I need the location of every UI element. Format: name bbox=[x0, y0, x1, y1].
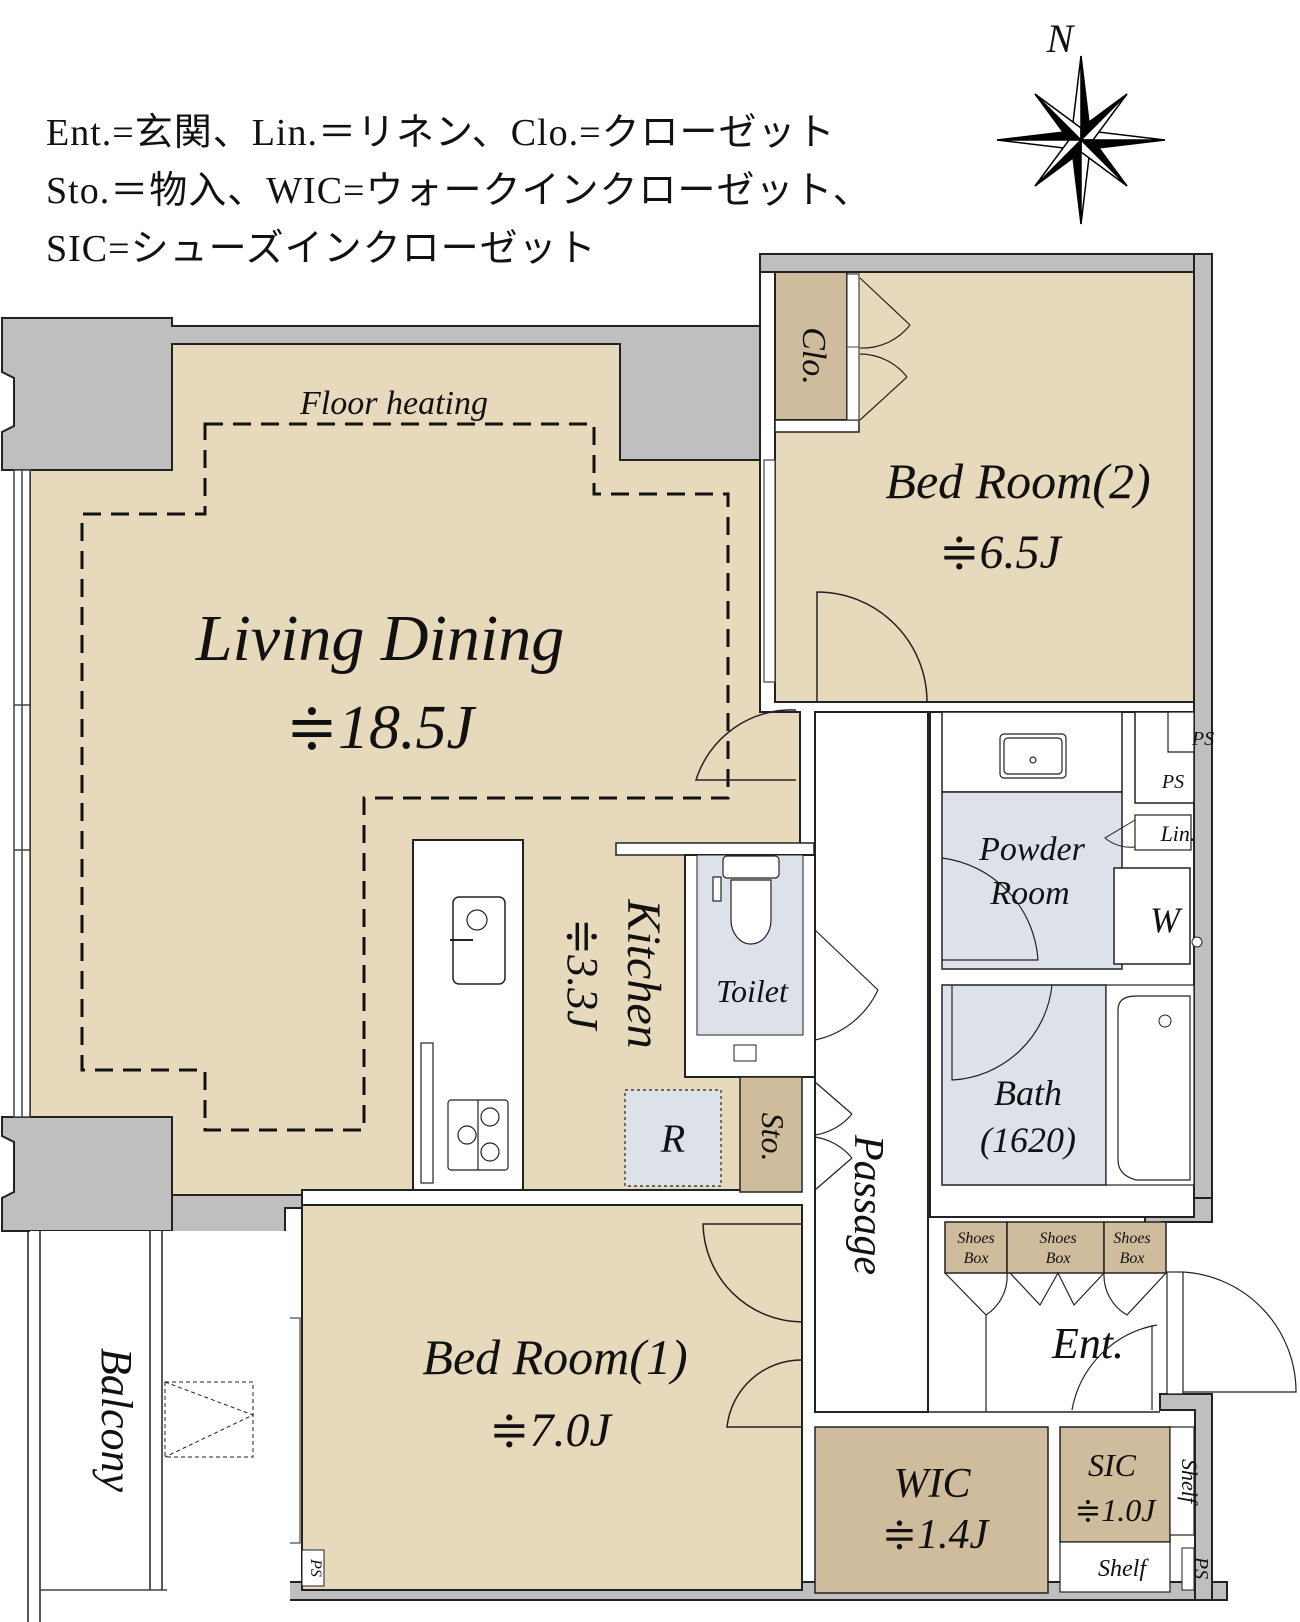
bedroom-2[interactable] bbox=[774, 271, 1195, 703]
balcony-label: Balcony bbox=[92, 1348, 141, 1493]
bedroom-1-door[interactable] bbox=[702, 1223, 803, 1323]
shoe-boxes[interactable] bbox=[944, 1221, 1167, 1274]
ps-label-1: PS bbox=[1191, 728, 1214, 750]
kitchen-label: Kitchen bbox=[617, 898, 670, 1048]
balcony[interactable] bbox=[27, 1231, 290, 1622]
washer-label: W bbox=[1150, 900, 1183, 940]
ps-label-3: PS bbox=[1190, 1556, 1212, 1579]
linen-cupboard[interactable] bbox=[1134, 814, 1192, 851]
shelf-label-2: Shelf bbox=[1177, 1459, 1202, 1506]
north-label: N bbox=[1046, 16, 1076, 61]
bathtub-icon bbox=[1117, 995, 1191, 1181]
entrance-label: Ent. bbox=[1051, 1319, 1124, 1368]
bedroom-2-area-label: ≑6.5J bbox=[939, 526, 1063, 579]
linen-label: Lin. bbox=[1160, 821, 1196, 846]
living-dining-area[interactable] bbox=[29, 343, 801, 1196]
kitchen-area-label: ≑3.3J bbox=[558, 918, 607, 1032]
closet-clo[interactable] bbox=[774, 271, 848, 421]
passage[interactable] bbox=[814, 711, 929, 1413]
shoes-box-1-line2: Box bbox=[964, 1250, 989, 1267]
powder-room[interactable] bbox=[941, 791, 1123, 970]
ps-label-2: PS bbox=[1161, 771, 1184, 793]
wic-door[interactable] bbox=[726, 1359, 803, 1428]
storage-doors[interactable] bbox=[814, 1081, 853, 1191]
refrigerator-space bbox=[624, 1089, 722, 1187]
front-door[interactable] bbox=[1182, 1271, 1297, 1393]
washer-space bbox=[1113, 867, 1191, 965]
storage-label: Sto. bbox=[755, 1113, 791, 1162]
floor-heating-outline bbox=[80, 422, 730, 1132]
front-door-frame bbox=[1166, 1271, 1184, 1395]
closet-door-2[interactable] bbox=[859, 353, 908, 421]
powder-room-door[interactable] bbox=[941, 857, 1039, 961]
floor-heating-label: Floor heating bbox=[299, 385, 488, 422]
sic-area-label: ≑1.0J bbox=[1074, 1492, 1157, 1528]
shoes-box-1-line1: Shoes bbox=[957, 1230, 994, 1247]
bath-size-label: (1620) bbox=[980, 1120, 1076, 1160]
shelf-label-1: Shelf bbox=[1098, 1556, 1149, 1582]
powder-room-label-2: Room bbox=[989, 875, 1069, 912]
bedroom-1-area-label: ≑7.0J bbox=[489, 1404, 613, 1457]
legend-line-3: SIC=シューズインクローゼット bbox=[46, 228, 597, 270]
shoes-box-3-line1: Shoes bbox=[1113, 1230, 1150, 1247]
living-door[interactable] bbox=[694, 709, 797, 781]
shelf-bottom bbox=[1059, 1541, 1171, 1593]
wic-label: WIC bbox=[894, 1461, 972, 1507]
living-windows bbox=[13, 469, 31, 1118]
refrigerator-label: R bbox=[660, 1116, 685, 1161]
abbreviation-legend: Ent.=玄関、Lin.＝リネン、Clo.=クローゼット Sto.＝物入、WIC… bbox=[46, 104, 872, 278]
storage-sto[interactable] bbox=[739, 1076, 803, 1193]
closet-label: Clo. bbox=[795, 327, 832, 385]
legend-line-1: Ent.=玄関、Lin.＝リネン、Clo.=クローゼット bbox=[46, 112, 836, 154]
sic-label: SIC bbox=[1088, 1447, 1137, 1483]
powder-room-label-1: Powder bbox=[978, 831, 1086, 868]
compass-rose-icon: N bbox=[996, 16, 1166, 225]
bath-door[interactable] bbox=[951, 984, 1053, 1081]
closet-door-1[interactable] bbox=[859, 277, 911, 349]
stove-icon bbox=[447, 1099, 509, 1171]
living-dining-area-label: ≑18.5J bbox=[286, 694, 476, 762]
toilet-icon bbox=[712, 855, 780, 945]
ps-label-4: PS bbox=[307, 1558, 324, 1577]
shoe-box-doors[interactable] bbox=[944, 1271, 1167, 1412]
living-dining-label: Living Dining bbox=[195, 602, 565, 675]
walk-in-closet[interactable] bbox=[814, 1426, 1049, 1594]
toilet-label: Toilet bbox=[716, 973, 789, 1009]
hatch-icon bbox=[164, 1381, 254, 1458]
passage-label: Passage bbox=[845, 1134, 891, 1275]
bedroom-1-label: Bed Room(1) bbox=[422, 1329, 687, 1385]
shelf-side bbox=[1169, 1426, 1195, 1536]
toilet-door[interactable] bbox=[814, 929, 879, 1041]
bedroom-1[interactable] bbox=[301, 1204, 803, 1591]
bedroom-2-door[interactable] bbox=[816, 591, 928, 703]
bedroom-2-label: Bed Room(2) bbox=[885, 453, 1150, 509]
bath-label: Bath bbox=[994, 1073, 1062, 1113]
shoes-box-2-line2: Box bbox=[1046, 1250, 1071, 1267]
washbasin-icon bbox=[999, 733, 1067, 779]
legend-line-2: Sto.＝物入、WIC=ウォークインクローゼット、 bbox=[46, 170, 872, 212]
wic-area-label: ≑1.4J bbox=[882, 1512, 991, 1558]
shoes-box-2-line1: Shoes bbox=[1039, 1230, 1076, 1247]
shoes-box-3-line2: Box bbox=[1120, 1250, 1145, 1267]
